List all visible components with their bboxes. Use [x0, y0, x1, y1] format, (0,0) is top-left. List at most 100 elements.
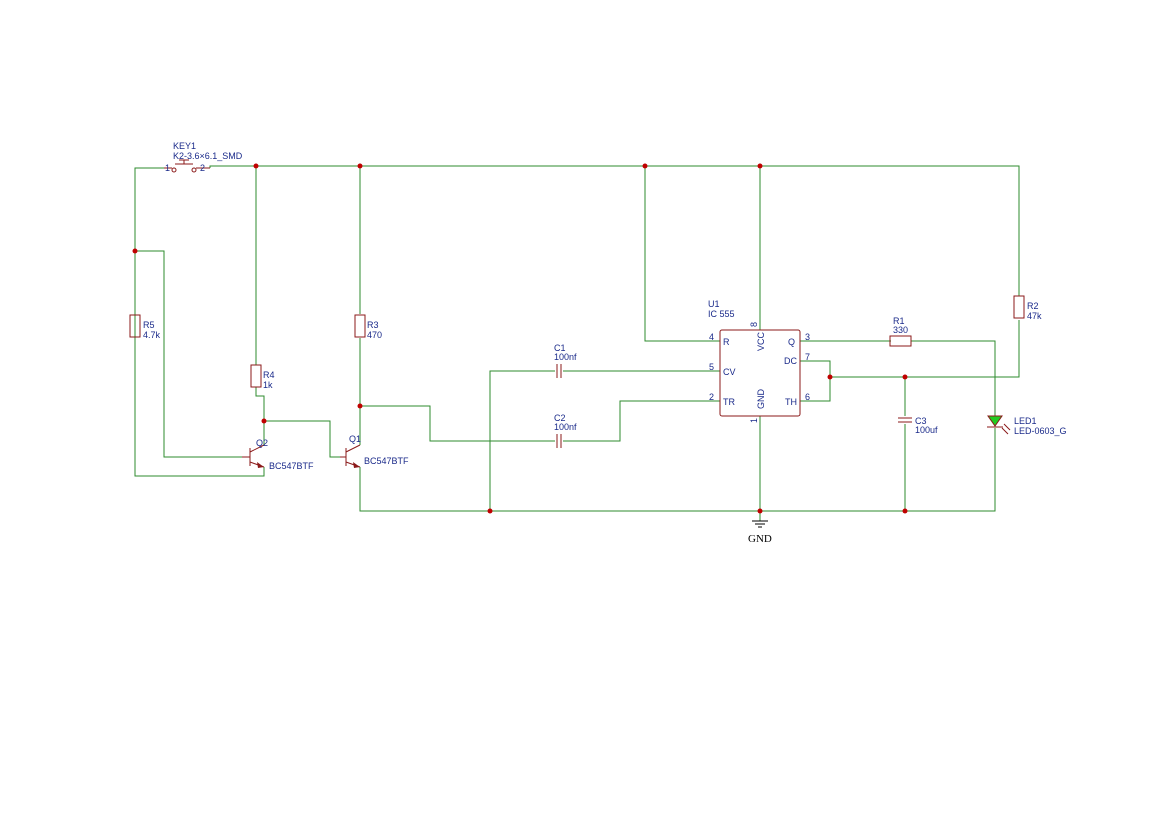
- pin-q-name: Q: [788, 337, 795, 347]
- junction-dot: [253, 163, 259, 169]
- r3-ref: R3: [367, 320, 379, 330]
- c2-ref: C2: [554, 413, 566, 423]
- led1-diode[interactable]: LED1 LED-0603_G: [987, 415, 1067, 436]
- transistor-base-bar: [242, 448, 251, 466]
- switch-contact: [171, 167, 177, 173]
- key1-ref: KEY1: [173, 141, 196, 151]
- wire-vcc-rail: [209, 165, 1020, 296]
- wire-key-left-loop: [134, 167, 265, 477]
- pin-cv-name: CV: [723, 367, 736, 377]
- c2-capacitor[interactable]: C2 100nf: [554, 413, 577, 448]
- r1-resistor[interactable]: R1 330: [889, 316, 912, 347]
- q2-ref: Q2: [256, 438, 268, 448]
- ground-icon: [752, 520, 768, 528]
- junction-dot: [827, 374, 833, 380]
- capacitor-plates: [556, 434, 562, 448]
- gnd-symbol[interactable]: GND: [748, 520, 772, 545]
- wire-c2-to-tr: [563, 400, 720, 442]
- led1-value: LED-0603_G: [1014, 426, 1067, 436]
- c3-ref: C3: [915, 416, 927, 426]
- c3-value: 100uf: [915, 425, 938, 435]
- junction-dot: [757, 508, 763, 514]
- resistor-body: [1013, 295, 1025, 319]
- r2-resistor[interactable]: R2 47k: [1013, 295, 1042, 321]
- r2-ref: R2: [1027, 301, 1039, 311]
- u1-ref: U1: [708, 299, 720, 309]
- pin-vcc-name: VCC: [756, 331, 766, 351]
- c1-value: 100nf: [554, 352, 577, 362]
- pin-r-name: R: [723, 337, 730, 347]
- switch-contact: [191, 167, 197, 173]
- transistor-base-bar: [340, 448, 347, 466]
- key1-value: K2-3.6×6.1_SMD: [173, 151, 243, 161]
- pin-q-num: 3: [805, 332, 810, 342]
- led-triangle-icon: [987, 415, 1003, 427]
- wire-gnd-rail: [359, 428, 996, 512]
- key1-pin1: 1: [165, 163, 170, 173]
- u1-ic555[interactable]: U1 IC 555 4 R 5 CV 2 TR 3 Q 7 DC 6 TH 8 …: [708, 299, 810, 423]
- resistor-body: [889, 335, 912, 347]
- led-emission-arrows-icon: [1001, 423, 1011, 435]
- wire-q1-collector-to-c2: [360, 405, 555, 442]
- wire-r1-to-led: [911, 340, 996, 416]
- key1-pin2: 2: [200, 163, 205, 173]
- c3-capacitor[interactable]: C3 100uf: [898, 416, 938, 435]
- emitter-arrow-icon: [353, 462, 360, 468]
- pin-th-num: 6: [805, 392, 810, 402]
- resistor-body: [250, 364, 262, 388]
- gnd-label: GND: [748, 533, 772, 545]
- junction-dot: [357, 163, 363, 169]
- wire-reset: [644, 166, 720, 342]
- wire-dc-th: [800, 360, 831, 402]
- u1-value: IC 555: [708, 309, 735, 319]
- c1-capacitor[interactable]: C1 100nf: [554, 343, 577, 378]
- junction-dot: [487, 508, 493, 514]
- wire-threshold-node: [830, 320, 1020, 378]
- pin-cv-num: 5: [709, 362, 714, 372]
- switch-lever: [164, 159, 210, 169]
- pin-gnd-num: 1: [749, 418, 759, 423]
- junctions: [132, 163, 908, 514]
- q1-ref: Q1: [349, 434, 361, 444]
- transistor-collector: [249, 444, 265, 453]
- pin-tr-num: 2: [709, 392, 714, 402]
- r5-ref: R5: [143, 320, 155, 330]
- junction-dot: [357, 403, 363, 409]
- pin-vcc-num: 8: [749, 322, 759, 327]
- wire-r5-to-q2-base: [135, 250, 242, 458]
- r3-resistor[interactable]: R3 470: [354, 314, 382, 340]
- r5-resistor[interactable]: R5 4.7k: [129, 314, 161, 340]
- key1-switch[interactable]: KEY1 K2-3.6×6.1_SMD 1 2: [164, 141, 243, 173]
- r2-value: 47k: [1027, 311, 1042, 321]
- q1-transistor[interactable]: Q1 BC547BTF: [340, 434, 409, 468]
- wire-r4-bottom: [255, 387, 265, 445]
- r4-resistor[interactable]: R4 1k: [250, 364, 275, 390]
- wires: [134, 165, 1020, 521]
- r1-ref: R1: [893, 316, 905, 326]
- junction-dot: [132, 248, 138, 254]
- pin-tr-name: TR: [723, 397, 735, 407]
- pin-dc-name: DC: [784, 356, 797, 366]
- junction-dot: [261, 418, 267, 424]
- capacitor-plates: [898, 417, 912, 423]
- pin-r-num: 4: [709, 332, 714, 342]
- ic-body: [719, 329, 801, 417]
- r3-value: 470: [367, 330, 382, 340]
- q2-value: BC547BTF: [269, 461, 314, 471]
- r1-value: 330: [893, 325, 908, 335]
- c1-ref: C1: [554, 343, 566, 353]
- emitter-arrow-icon: [257, 462, 264, 468]
- resistor-body: [354, 314, 366, 338]
- c2-value: 100nf: [554, 422, 577, 432]
- wire-c1-to-gnd: [489, 370, 555, 511]
- transistor-collector: [345, 444, 361, 453]
- q2-transistor[interactable]: Q2 BC547BTF: [242, 438, 314, 471]
- wire-q2-collector-to-q1-base: [264, 420, 340, 458]
- pin-th-name: TH: [785, 397, 797, 407]
- junction-dot: [902, 508, 908, 514]
- resistor-body: [129, 314, 141, 338]
- capacitor-plates: [556, 364, 562, 378]
- q1-value: BC547BTF: [364, 456, 409, 466]
- r4-value: 1k: [263, 380, 273, 390]
